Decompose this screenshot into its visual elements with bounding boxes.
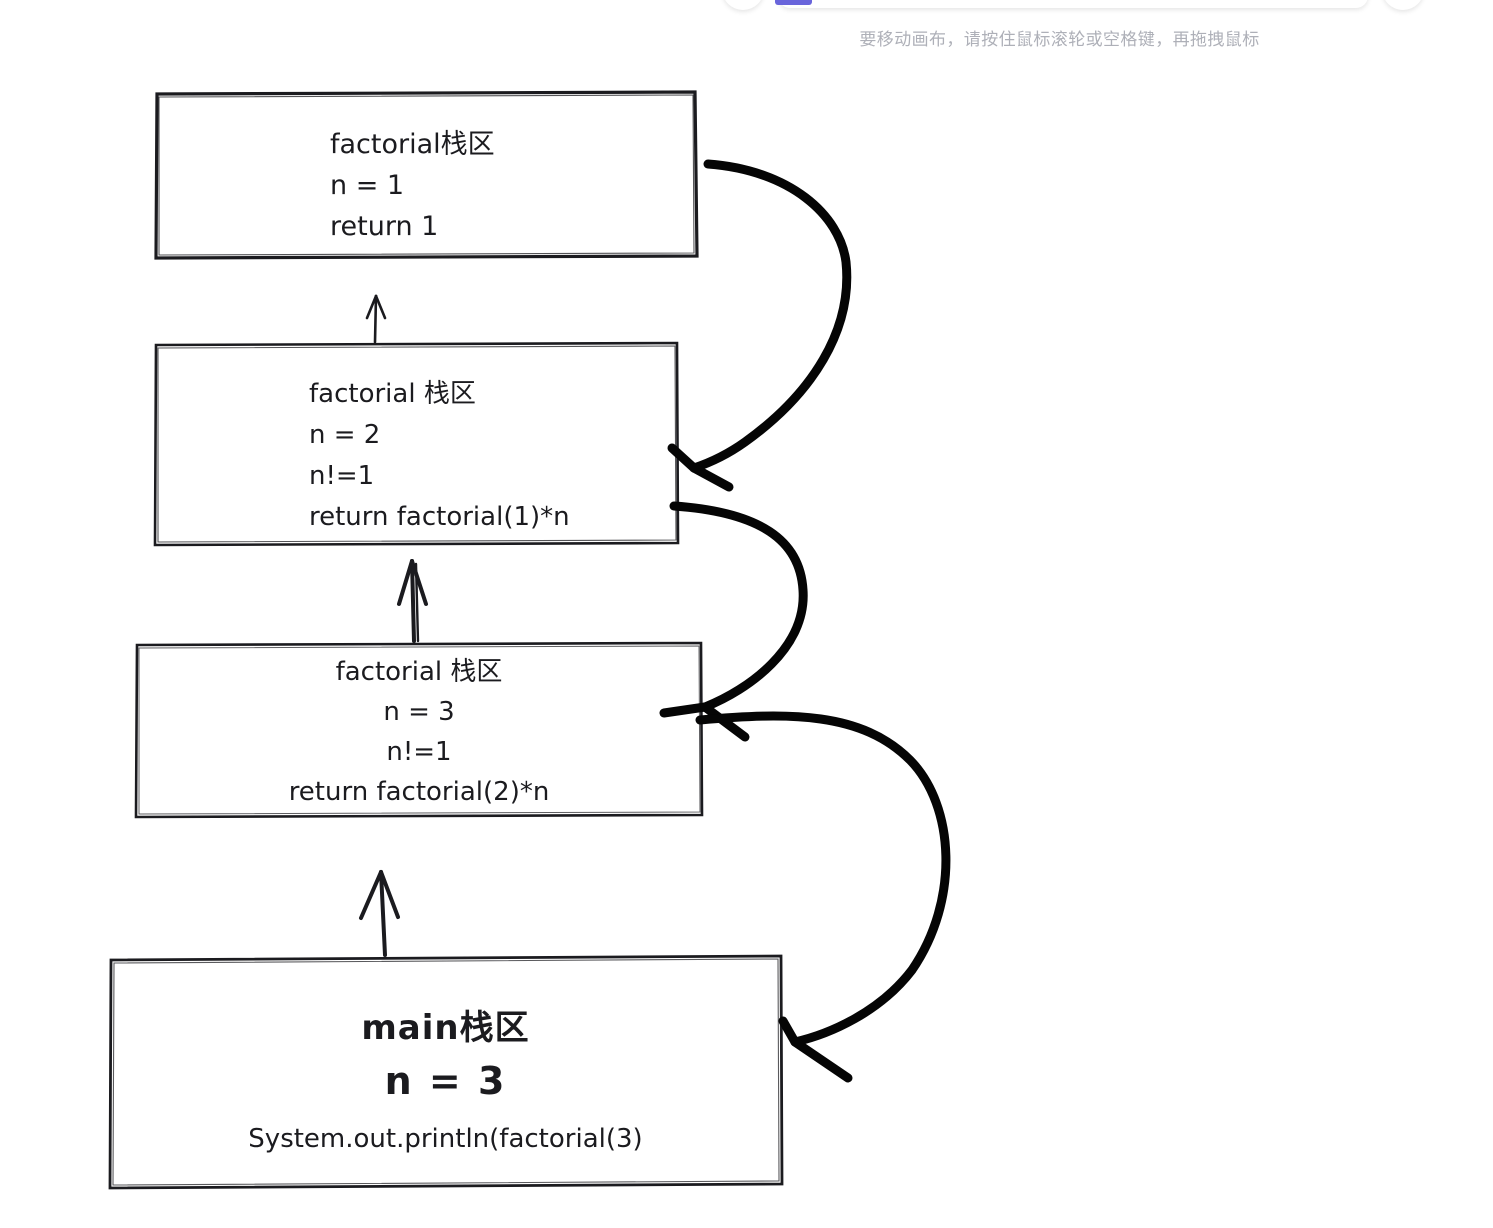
stack-frame-factorial-3[interactable]: factorial 栈区 n = 3 n!=1 return factorial… <box>135 643 703 818</box>
main-line-3: System.out.println(factorial(3) <box>248 1124 643 1154</box>
stack-frame-factorial-2[interactable]: factorial 栈区 n = 2 n!=1 return factorial… <box>154 343 679 546</box>
arrow-call-main-to-f3[interactable] <box>359 870 400 957</box>
factorial-2-line-1: factorial 栈区 <box>309 379 476 409</box>
factorial-3-line-1: factorial 栈区 <box>335 657 503 687</box>
factorial-3-line-3: n!=1 <box>386 737 452 767</box>
canvas-pan-hint-text: 要移动画布，请按住鼠标滚轮或空格键，再拖拽鼠标 <box>859 30 1260 49</box>
factorial-1-line-3: return 1 <box>330 211 439 242</box>
stack-frame-factorial-1[interactable]: factorial栈区 n = 1 return 1 <box>155 92 698 259</box>
factorial-3-line-2: n = 3 <box>383 697 455 727</box>
arrow-call-f2-to-f1[interactable] <box>365 294 387 344</box>
factorial-1-line-2: n = 1 <box>330 170 405 201</box>
box-outline-factorial-1[interactable] <box>154 90 699 260</box>
factorial-2-line-3: n!=1 <box>309 461 375 491</box>
stack-frame-main[interactable]: main栈区 n = 3 System.out.println(factoria… <box>108 956 783 1188</box>
factorial-2-line-4: return factorial(1)*n <box>309 502 570 532</box>
main-line-1: main栈区 <box>361 1008 530 1048</box>
factorial-2-line-2: n = 2 <box>309 420 381 450</box>
canvas-pan-hint: 要移动画布，请按住鼠标滚轮或空格键，再拖拽鼠标 <box>0 25 1493 50</box>
box-outline-factorial-3[interactable] <box>134 641 704 819</box>
arrow-call-f3-to-f2[interactable] <box>397 559 428 643</box>
box-outline-factorial-2[interactable] <box>153 341 680 547</box>
factorial-1-line-1: factorial栈区 <box>330 129 495 160</box>
factorial-3-line-4: return factorial(2)*n <box>288 777 550 807</box>
arrow-return-f3-to-main[interactable] <box>695 711 951 1083</box>
arrow-return-f1-to-f2[interactable] <box>667 159 852 492</box>
box-outline-main[interactable] <box>108 954 784 1190</box>
main-line-2: n = 3 <box>384 1059 507 1103</box>
